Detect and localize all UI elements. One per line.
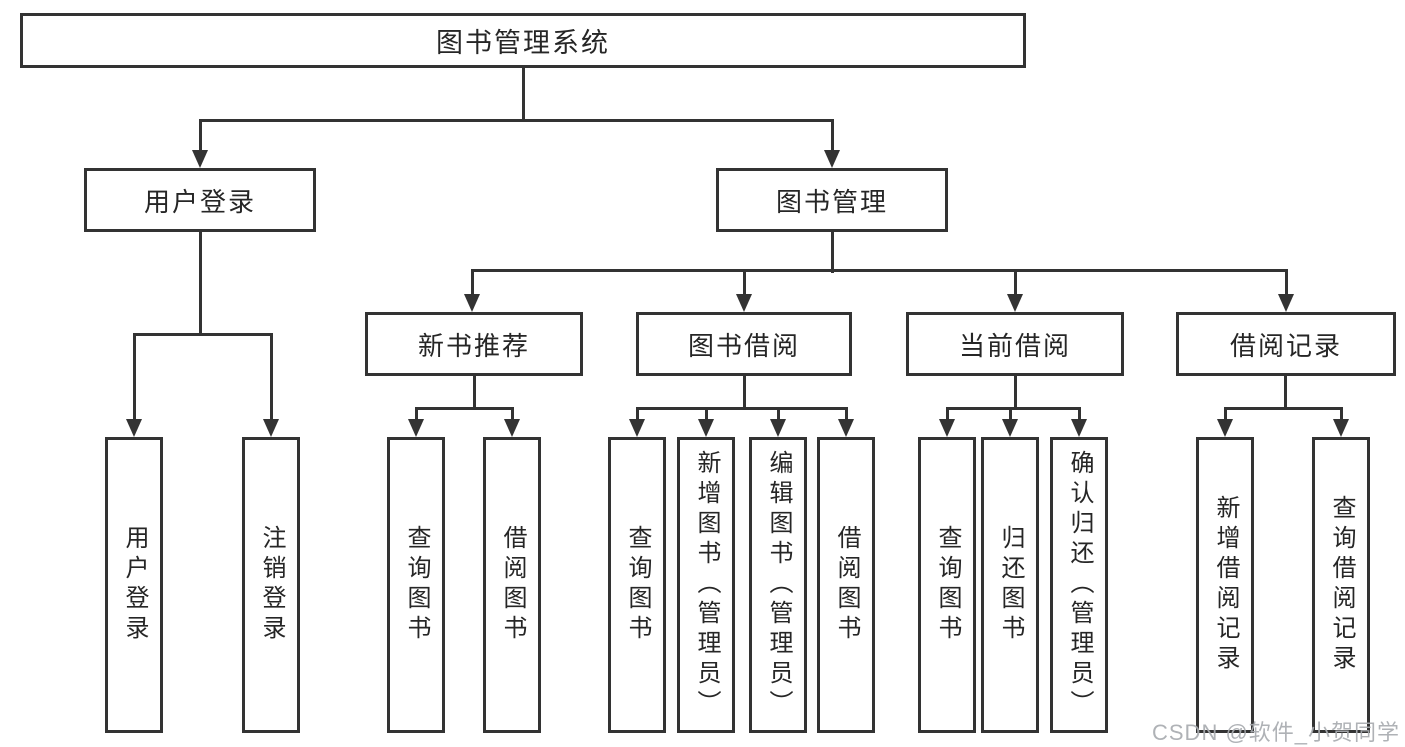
connector-drop-user-login — [199, 119, 202, 152]
leaf-label: 编辑图书（管理员） — [765, 450, 792, 720]
connector-root-stem — [522, 68, 525, 122]
leaf-add-books-admin: 新增图书（管理员） — [677, 437, 735, 733]
arrowhead-return-books — [1002, 419, 1018, 437]
leaf-label: 查询图书 — [403, 525, 430, 645]
leaf-label: 归还图书 — [997, 525, 1024, 645]
connector-book-borrow-stem — [743, 376, 746, 410]
csdn-watermark: CSDN @软件_小贺同学 — [1152, 720, 1401, 745]
node-label: 图书借阅 — [687, 330, 800, 361]
connector-book-borrow-rail — [636, 407, 848, 410]
leaf-add-borrow-record: 新增借阅记录 — [1196, 437, 1254, 733]
connector-drop-new-book-recommend — [471, 269, 474, 296]
connector-drop-add-books — [705, 407, 708, 421]
leaf-query-books-current: 查询图书 — [918, 437, 976, 733]
connector-borrow-records-rail — [1224, 407, 1343, 410]
node-label: 用户登录 — [143, 186, 256, 217]
connector-root-rail — [199, 119, 834, 122]
connector-new-book-recommend-stem — [473, 376, 476, 410]
leaf-label: 用户登录 — [121, 525, 148, 645]
connector-drop-book-management — [831, 119, 834, 152]
leaf-borrow-books-borrow: 借阅图书 — [817, 437, 875, 733]
connector-drop-query-books-2 — [636, 407, 639, 421]
connector-drop-leaf-login — [133, 333, 136, 421]
connector-drop-leaf-logout — [270, 333, 273, 421]
arrowhead-current-borrow — [1007, 294, 1023, 312]
connector-drop-borrow-books-2 — [845, 407, 848, 421]
connector-drop-confirm-return — [1078, 407, 1081, 421]
connector-drop-add-record — [1224, 407, 1227, 421]
leaf-query-borrow-record: 查询借阅记录 — [1312, 437, 1370, 733]
leaf-edit-books-admin: 编辑图书（管理员） — [749, 437, 807, 733]
arrowhead-borrow-books-1 — [504, 419, 520, 437]
leaf-label: 确认归还（管理员） — [1066, 450, 1093, 720]
node-label: 新书推荐 — [417, 330, 530, 361]
arrowhead-query-record — [1333, 419, 1349, 437]
connector-drop-edit-books — [777, 407, 780, 421]
leaf-user-login: 用户登录 — [105, 437, 163, 733]
connector-borrow-records-stem — [1284, 376, 1287, 410]
arrowhead-leaf-login — [126, 419, 142, 437]
node-book-borrow: 图书借阅 — [636, 312, 852, 376]
node-new-book-recommend: 新书推荐 — [365, 312, 583, 376]
node-borrow-records: 借阅记录 — [1176, 312, 1396, 376]
leaf-label: 新增图书（管理员） — [693, 450, 720, 720]
arrowhead-book-management — [824, 150, 840, 168]
node-label: 当前借阅 — [958, 330, 1071, 361]
leaf-confirm-return-admin: 确认归还（管理员） — [1050, 437, 1108, 733]
connector-drop-book-borrow — [743, 269, 746, 296]
leaf-label: 注销登录 — [258, 525, 285, 645]
leaf-label: 查询借阅记录 — [1328, 495, 1355, 675]
arrowhead-new-book-recommend — [464, 294, 480, 312]
node-book-management: 图书管理 — [716, 168, 948, 232]
connector-drop-query-record — [1340, 407, 1343, 421]
connector-user-login-stem — [199, 232, 202, 336]
connector-drop-current-borrow — [1014, 269, 1017, 296]
leaf-logout: 注销登录 — [242, 437, 300, 733]
node-label: 图书管理系统 — [436, 28, 610, 58]
node-library-management-system: 图书管理系统 — [20, 13, 1026, 68]
connector-drop-query-books-1 — [415, 407, 418, 421]
leaf-label: 借阅图书 — [833, 525, 860, 645]
arrowhead-add-books — [698, 419, 714, 437]
arrowhead-add-record — [1217, 419, 1233, 437]
arrowhead-query-books-2 — [629, 419, 645, 437]
arrowhead-query-books-3 — [939, 419, 955, 437]
arrowhead-query-books-1 — [408, 419, 424, 437]
connector-book-management-stem — [831, 232, 834, 273]
connector-drop-borrow-records — [1285, 269, 1288, 296]
arrowhead-borrow-books-2 — [838, 419, 854, 437]
node-label: 图书管理 — [775, 186, 888, 217]
arrowhead-leaf-logout — [263, 419, 279, 437]
leaf-label: 借阅图书 — [499, 525, 526, 645]
leaf-label: 查询图书 — [934, 525, 961, 645]
connector-drop-borrow-books-1 — [511, 407, 514, 421]
connector-drop-query-books-3 — [946, 407, 949, 421]
leaf-query-books-borrow: 查询图书 — [608, 437, 666, 733]
arrowhead-edit-books — [770, 419, 786, 437]
arrowhead-user-login — [192, 150, 208, 168]
node-label: 借阅记录 — [1229, 330, 1342, 361]
leaf-query-books-recommend: 查询图书 — [387, 437, 445, 733]
arrowhead-book-borrow — [736, 294, 752, 312]
connector-drop-return-books — [1009, 407, 1012, 421]
arrowhead-borrow-records — [1278, 294, 1294, 312]
leaf-label: 查询图书 — [624, 525, 651, 645]
arrowhead-confirm-return — [1071, 419, 1087, 437]
node-current-borrow: 当前借阅 — [906, 312, 1124, 376]
leaf-return-books: 归还图书 — [981, 437, 1039, 733]
leaf-label: 新增借阅记录 — [1212, 495, 1239, 675]
leaf-borrow-books-recommend: 借阅图书 — [483, 437, 541, 733]
connector-new-book-recommend-rail — [415, 407, 514, 410]
connector-current-borrow-rail — [946, 407, 1081, 410]
connector-user-login-rail — [133, 333, 273, 336]
node-user-login: 用户登录 — [84, 168, 316, 232]
connector-current-borrow-stem — [1014, 376, 1017, 410]
connector-book-management-rail — [471, 269, 1288, 272]
